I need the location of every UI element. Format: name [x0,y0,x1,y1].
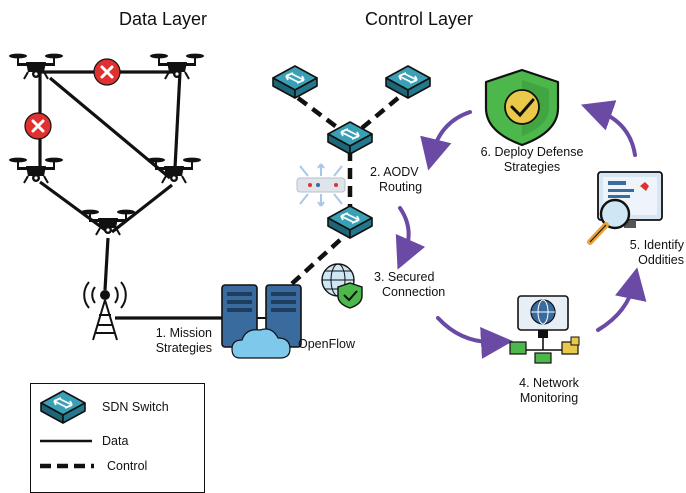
magnifier-screen-icon [587,171,663,245]
arrow-4-to-5 [596,267,647,332]
arrow-5-to-6 [580,100,637,157]
arrow-3-to-4 [436,316,513,359]
sdn-switch-icon [385,65,431,99]
step-3-label: 3. Secured Connection [374,270,446,299]
legend-switch-label: SDN Switch [102,400,169,414]
drone-icon [8,52,64,80]
data-layer-title: Data Layer [119,9,208,29]
step-4-label: 4. Network Monitoring [519,376,579,405]
control-link [296,96,340,130]
step-1-label: 1. Mission Strategies [155,326,212,355]
legend-control-label: Control [107,459,148,473]
step-6-label: 6. Deploy Defense Strategies [480,145,584,174]
legend-data-label: Data [102,434,129,448]
sdn-switch-icon [327,205,373,239]
data-link [39,180,109,234]
control-link [283,238,342,292]
data-link [48,76,172,180]
data-link [111,183,173,234]
x-fail-icon [92,57,122,87]
globe-shield-icon [321,263,363,309]
arrow-6-to-2 [420,110,472,171]
arrow-2-to-3 [395,206,426,270]
openflow-label: OpenFlow [298,337,355,351]
control-links [283,96,400,292]
step-5-label: 5. Identify Oddities [629,238,684,267]
x-fail-icon [23,111,53,141]
data-link [103,237,110,291]
sdn-switch-icon [272,65,318,99]
network-monitor-icon [509,295,580,364]
radio-tower-icon [83,281,127,341]
drone-icon [149,52,205,80]
defense-shield-icon [484,68,560,147]
control-link [360,96,400,130]
load-balancer-icon [296,163,346,207]
data-links [38,70,225,320]
drone-icon [8,156,64,184]
control-layer-title: Control Layer [365,9,474,29]
process-arrows [395,100,647,359]
step-2-label: 2. AODV Routing [370,165,423,194]
cloud-icon [231,328,291,359]
data-link [173,71,182,169]
